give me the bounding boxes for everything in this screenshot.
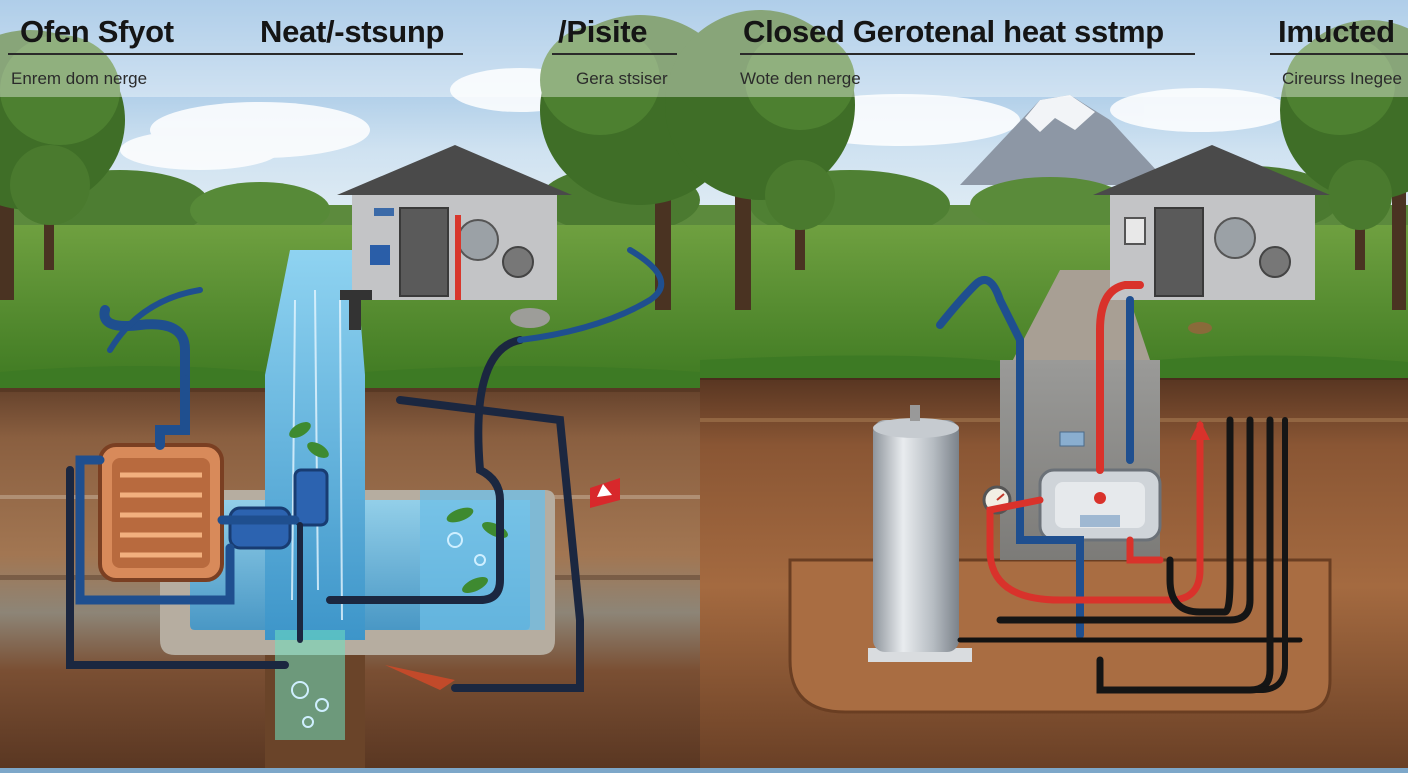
grass-edge-far-right — [1155, 355, 1408, 378]
storage-tank-icon — [868, 405, 972, 662]
grass-edge-center — [365, 366, 700, 388]
manifold-icon — [1038, 431, 1162, 542]
header-rule-left — [8, 53, 463, 55]
tree-icon — [10, 145, 90, 270]
water-plants — [289, 422, 508, 594]
header-rule-right — [740, 53, 1195, 55]
right-header-band — [700, 0, 1408, 97]
header-rule-left-2 — [552, 53, 677, 55]
side-water-pool — [420, 490, 545, 630]
pump-icon — [1214, 217, 1291, 278]
tree-icon — [665, 10, 855, 310]
pipe-network-left — [66, 247, 665, 692]
pump-icon — [370, 215, 534, 300]
open-system-subtitle: Enrem dom nerge — [11, 69, 148, 88]
bubbles — [291, 532, 486, 728]
mountain-icon — [960, 95, 1170, 185]
header-rule-right-2 — [1270, 53, 1408, 55]
tree-icon — [1328, 160, 1392, 270]
pipe-network-right — [936, 276, 1303, 694]
circuits-subtitle: Cireurss Inegee — [1282, 69, 1403, 88]
flow-arrow-icon — [1190, 420, 1210, 440]
pisite-title: /Pisite — [558, 14, 648, 49]
imucted-title: Imucted — [1278, 14, 1395, 49]
tree-icon — [765, 160, 835, 270]
heat-pump-title: Neat/-stsunp — [260, 14, 445, 49]
closed-system-title: Closed Gerotenal heat sstmp — [743, 14, 1164, 49]
heat-exchanger-icon — [98, 443, 224, 582]
house-icon — [1093, 145, 1330, 300]
open-system-title: Ofen Sfyot — [20, 14, 174, 49]
grass-edge-left — [0, 366, 265, 388]
flow-arrow-icon — [385, 665, 455, 690]
closed-system-subtitle: Wote den nerge — [740, 69, 861, 88]
left-header-band — [0, 0, 700, 97]
tree-icon — [1280, 20, 1408, 310]
rock — [510, 308, 550, 328]
water-streaks — [291, 289, 343, 621]
warning-sign-icon — [590, 478, 620, 508]
gera-subtitle: Gera stsiser — [576, 69, 668, 88]
grass-edge-right — [700, 355, 1010, 378]
well-shaft — [275, 630, 345, 740]
small-animal — [1188, 322, 1212, 334]
